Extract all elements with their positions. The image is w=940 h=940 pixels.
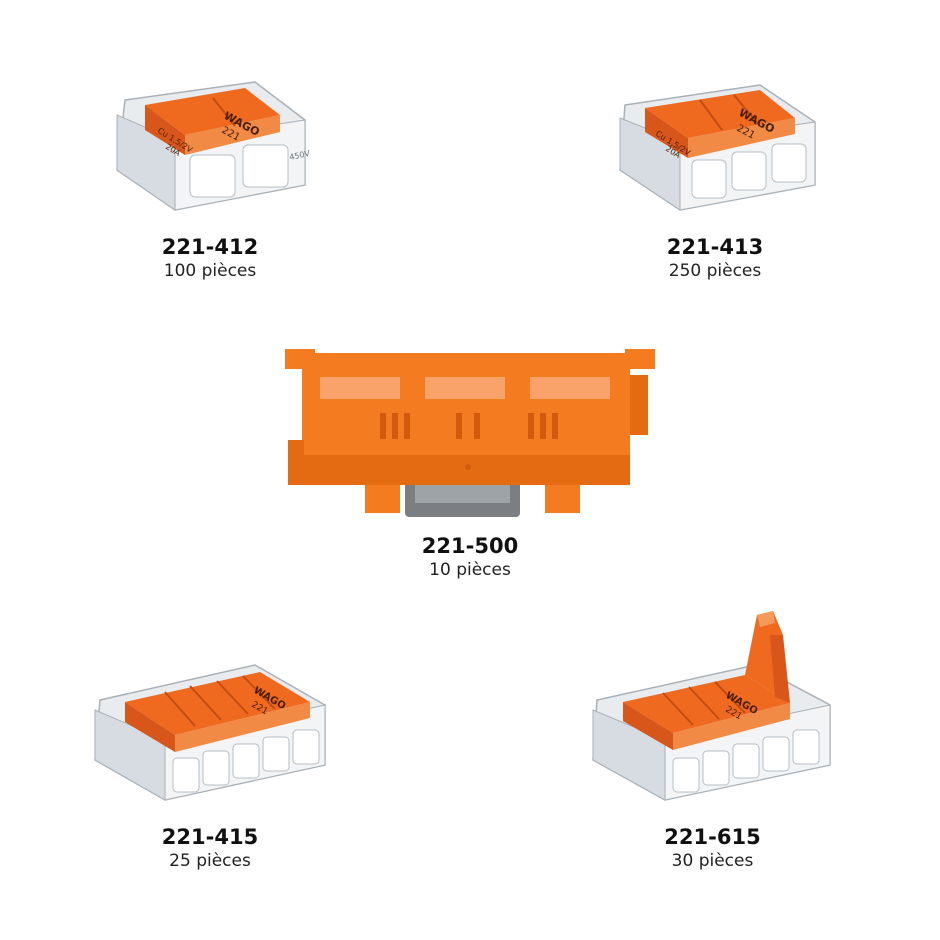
product-label: 221-413 250 pièces	[600, 234, 830, 282]
product-quantity: 250 pièces	[668, 261, 762, 281]
product-label: 221-615 30 pièces	[585, 824, 840, 872]
product-label: 221-412 100 pièces	[95, 234, 325, 282]
connector-5-lever-open-image: WAGO 221	[592, 611, 831, 801]
product-221-413: WAGO 221 Cu 1,5/2V 20A 221-413 250 pièce…	[600, 60, 830, 282]
product-code: 221-412	[161, 235, 259, 259]
product-quantity: 10 pièces	[429, 560, 511, 580]
product-label: 221-415 25 pièces	[85, 824, 335, 872]
product-quantity: 100 pièces	[163, 261, 257, 281]
product-221-415: WAGO 221 221-415 25 pièces	[85, 640, 335, 872]
product-quantity: 30 pièces	[671, 851, 754, 871]
mounting-carrier-image	[285, 349, 655, 517]
voltage-text: 450V	[289, 149, 312, 162]
connector-3-lever-image: WAGO 221 Cu 1,5/2V 20A	[619, 84, 816, 211]
connector-5-lever-image: WAGO 221	[94, 664, 326, 801]
connector-2-lever-image: WAGO 221 Cu 1,5/2V 20A 450V	[116, 81, 312, 211]
product-code: 221-500	[421, 534, 519, 558]
product-221-412: WAGO 221 Cu 1,5/2V 20A 450V 221-412 100 …	[95, 60, 325, 282]
product-221-500: 221-500 10 pièces	[280, 345, 660, 581]
product-code: 221-615	[664, 825, 761, 849]
product-code: 221-413	[666, 235, 764, 259]
product-221-615: WAGO 221 221-615 30 pièces	[585, 605, 840, 872]
product-label: 221-500 10 pièces	[280, 533, 660, 581]
product-quantity: 25 pièces	[169, 851, 251, 871]
product-code: 221-415	[161, 825, 259, 849]
